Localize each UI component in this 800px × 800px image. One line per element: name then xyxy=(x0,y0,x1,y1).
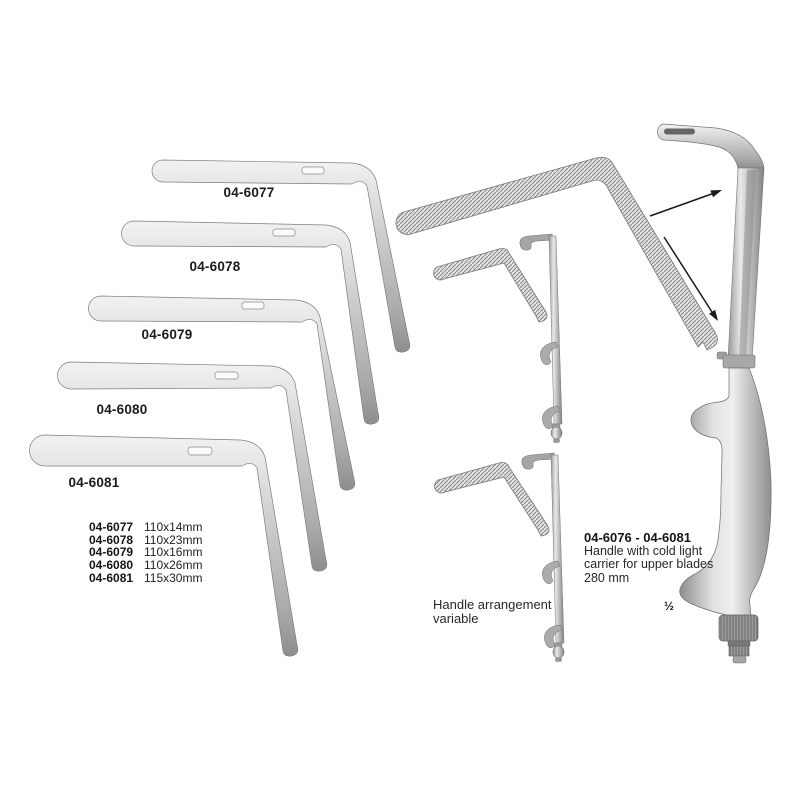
blade-illustration-04-6081 xyxy=(29,434,299,657)
handle-description-line: 280 mm xyxy=(584,570,630,585)
spec-size: 110x23mm xyxy=(144,532,203,547)
handle-code-range: 04-6076 - 04-6081 xyxy=(584,530,691,545)
upper-blade-lip xyxy=(657,123,765,169)
blade-slot xyxy=(301,166,325,175)
scale-fraction: ½ xyxy=(664,599,675,613)
spec-row: 04-6079 110x16mm xyxy=(89,546,202,559)
blade-illustration-04-6080 xyxy=(57,361,328,572)
spec-code: 04-6079 xyxy=(89,545,134,560)
cold-light-connector xyxy=(718,614,759,664)
spec-size: 110x14mm xyxy=(144,520,203,534)
blade-illustration-04-6077 xyxy=(151,159,411,353)
handle-product-info: 04-6076 - 04-6081 Handle with cold light… xyxy=(584,531,714,585)
note-line: Handle arrangement xyxy=(433,597,552,612)
spec-size: 110x26mm xyxy=(144,558,203,573)
arrow-upper xyxy=(649,190,722,217)
lip-slot xyxy=(664,128,695,135)
blade-label-04-6079: 04-6079 xyxy=(141,327,193,342)
handle-arrangement-note: Handle arrangement variable xyxy=(433,598,552,625)
handle-description-line: carrier for upper blades xyxy=(584,557,714,572)
handle-grip xyxy=(679,367,772,618)
spec-row: 04-6078 110x23mm xyxy=(89,532,203,547)
spec-code: 04-6078 xyxy=(89,532,134,547)
blade-illustration-04-6078 xyxy=(121,220,380,425)
spec-code: 04-6080 xyxy=(89,558,134,573)
serrated-blade-small-upper xyxy=(433,248,548,323)
serrated-blade-small-lower xyxy=(434,462,550,537)
blade-slot xyxy=(187,446,213,456)
blade-slot xyxy=(214,371,239,380)
shaft-instrument-lower xyxy=(434,452,565,662)
handle-description-line: Handle with cold light xyxy=(584,544,703,559)
note-line: variable xyxy=(433,610,479,626)
blade-label-04-6078: 04-6078 xyxy=(189,259,241,274)
cold-light-handle-instrument xyxy=(657,123,772,664)
blade-label-04-6081: 04-6081 xyxy=(68,475,120,490)
blade-label-04-6077: 04-6077 xyxy=(223,185,275,200)
serrated-blade-large xyxy=(395,156,718,351)
spec-list: 04-6077 110x14mm 04-6078 110x23mm 04-607… xyxy=(89,521,202,585)
blade-slot xyxy=(241,301,265,310)
spec-size: 115x30mm xyxy=(144,570,203,585)
spec-row: 04-6081 115x30mm xyxy=(89,572,202,585)
spec-row: 04-6077 110x14mm xyxy=(89,521,202,534)
spec-row: 04-6080 110x26mm xyxy=(89,559,202,572)
blade-slot xyxy=(272,228,296,237)
spec-code: 04-6077 xyxy=(89,520,134,534)
blade-illustration-04-6079 xyxy=(88,295,356,491)
blade-label-04-6080: 04-6080 xyxy=(96,402,148,417)
shaft-instrument-upper xyxy=(433,233,563,443)
arrow-lower xyxy=(663,236,718,321)
spec-code: 04-6081 xyxy=(89,570,134,585)
spec-size: 110x16mm xyxy=(144,545,203,560)
